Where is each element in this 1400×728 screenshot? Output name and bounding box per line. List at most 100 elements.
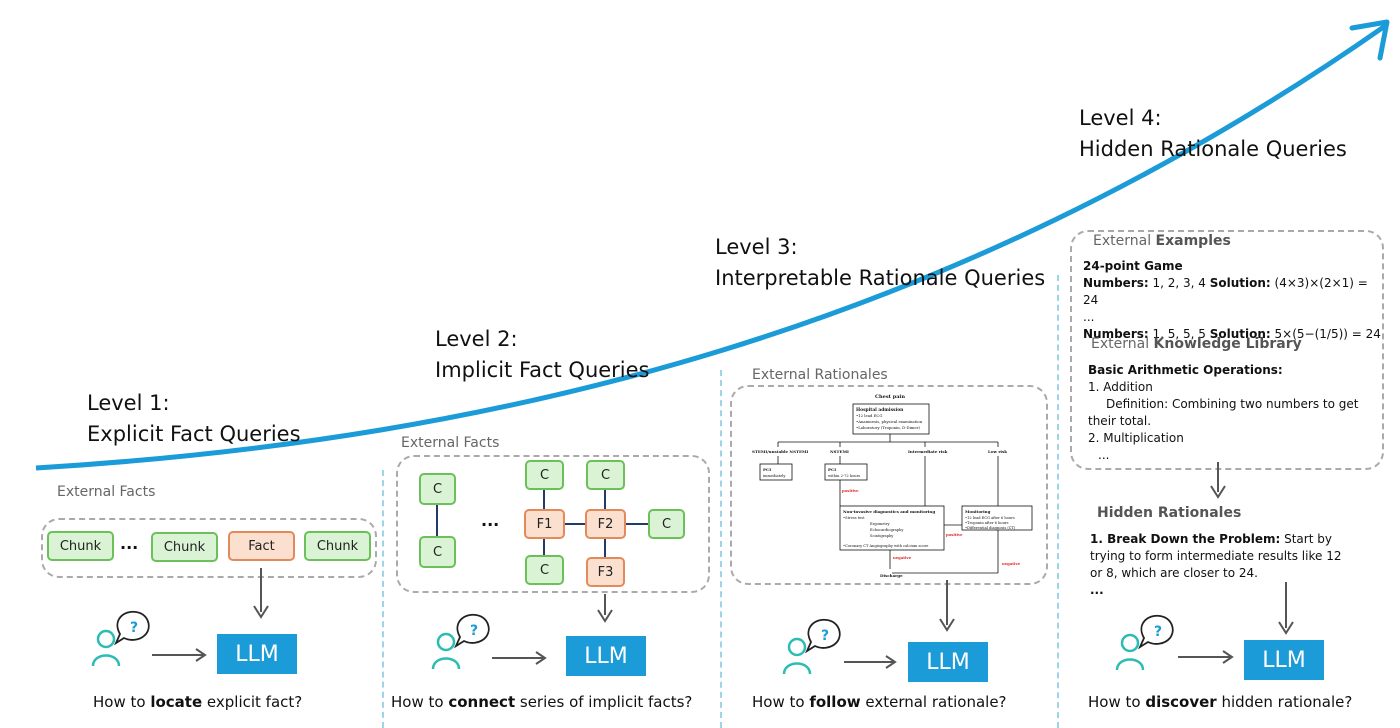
- panel2-user-icon: ?: [431, 613, 490, 670]
- flow-noninvasive-2: Ergometry: [870, 522, 891, 526]
- panel1-llm-box: LLM: [217, 634, 297, 674]
- panel2-external-facts-label: External Facts: [401, 435, 500, 451]
- flow-branch-3: Intermediate risk: [908, 449, 948, 454]
- flow-pci2-b: within 2-72 hours: [828, 474, 860, 478]
- panel4-arrows: [1178, 462, 1294, 664]
- panel1-ellipsis: ...: [120, 534, 139, 553]
- panel4-llm-box: LLM: [1244, 640, 1324, 680]
- flow-monitoring-title: Monitoring: [965, 509, 991, 514]
- flow-admission-line-3: •Laboratory (Troponin, D-Dimer): [856, 425, 920, 430]
- panel2-node-c6: C: [648, 509, 685, 539]
- flow-branch-2: NSTEMI: [830, 449, 849, 454]
- panel4-library: Basic Arithmetic Operations: 1. Addition…: [1088, 362, 1373, 464]
- panel1-arrows: [152, 568, 269, 662]
- flow-noninvasive-3: Echocardiography: [870, 528, 904, 532]
- hidden-item-1: 1. Break Down the Problem: Start by tryi…: [1090, 532, 1342, 580]
- panel4-external-box: [1070, 230, 1384, 470]
- svg-text:?: ?: [821, 628, 829, 644]
- panel2-node-c1: C: [419, 473, 456, 505]
- panel3-rationale-box: [730, 385, 1048, 585]
- library-more: ...: [1098, 448, 1110, 462]
- level-4-name: Hidden Rationale Queries: [1079, 137, 1347, 161]
- panel2-node-f1: F1: [524, 509, 565, 539]
- panel2-node-c2: C: [419, 536, 456, 568]
- flow-pci1-a: PCI: [763, 467, 771, 472]
- flow-positive-2: positive: [946, 532, 963, 537]
- library-item-1: 1. Addition: [1088, 380, 1153, 394]
- panel2-facts-box: [396, 455, 710, 593]
- panel1-facts-box: [41, 518, 377, 578]
- flow-negative-2: negative: [1002, 561, 1021, 566]
- svg-text:?: ?: [470, 623, 478, 639]
- level-4-heading: Level 4: Hidden Rationale Queries: [1079, 103, 1347, 165]
- panel1-chunk-1: Chunk: [47, 531, 114, 561]
- level-1-title: Level 1:: [87, 391, 170, 415]
- separator-2: [720, 370, 722, 728]
- panel2-ellipsis: ...: [481, 511, 500, 530]
- panel3-flowchart: Chest pain Hospital admission •12 lead E…: [752, 394, 1033, 578]
- panel4-question: How to discover hidden rationale?: [1088, 693, 1353, 711]
- panel4-hidden-title: Hidden Rationales: [1097, 505, 1242, 521]
- flow-root: Chest pain: [875, 394, 905, 400]
- example-1: Numbers: 1, 2, 3, 4 Solution: (4×3)×(2×1…: [1083, 276, 1368, 307]
- flow-branch-4: Low risk: [988, 449, 1007, 454]
- flow-noninvasive-4: Scintigraphy: [870, 534, 894, 538]
- panel2-llm-box: LLM: [566, 636, 646, 676]
- flow-monitoring-1: •12 lead ECG after 6 hours: [965, 516, 1015, 520]
- panel3-external-rationales-label: External Rationales: [752, 367, 888, 383]
- panel2-node-c3: C: [525, 460, 564, 490]
- panel1-external-facts-label: External Facts: [57, 484, 156, 500]
- level-2-title: Level 2:: [435, 327, 518, 351]
- svg-text:?: ?: [130, 620, 138, 636]
- panel2-node-c5: C: [586, 460, 625, 490]
- flow-pci2-a: PCI: [828, 467, 836, 472]
- level-4-title: Level 4:: [1079, 106, 1162, 130]
- flow-admission-title: Hospital admission: [856, 408, 904, 413]
- panel4-user-icon: ?: [1115, 614, 1174, 671]
- flow-monitoring-3: •Differential diagnosis (CT): [965, 526, 1016, 530]
- example-ellipsis: ...: [1083, 310, 1095, 324]
- level-1-heading: Level 1: Explicit Fact Queries: [87, 388, 301, 450]
- panel4-examples-label: External Examples: [1093, 233, 1231, 249]
- flow-monitoring-2: •Troponin after 6 hours: [965, 521, 1009, 525]
- flow-noninvasive-title: Non-invasive diagnostics and monitoring: [843, 509, 935, 514]
- panel2-node-c4: C: [525, 555, 564, 585]
- panel2-question: How to connect series of implicit facts?: [391, 693, 693, 711]
- level-1-name: Explicit Fact Queries: [87, 422, 301, 446]
- flow-admission-line-2: •Anamnesis, physical examination: [856, 419, 923, 424]
- level-2-heading: Level 2: Implicit Fact Queries: [435, 324, 650, 386]
- flow-admission-line-1: •12 lead ECG: [856, 413, 882, 418]
- hidden-more: ...: [1090, 583, 1104, 597]
- separator-1: [382, 470, 384, 728]
- library-item-1-def: Definition: Combining two numbers to get…: [1088, 397, 1359, 428]
- library-item-2: 2. Multiplication: [1088, 431, 1184, 445]
- panel2-node-f3: F3: [586, 557, 625, 587]
- library-title: Basic Arithmetic Operations:: [1088, 363, 1283, 377]
- flow-noninvasive-1: •Stress test: [843, 516, 865, 520]
- level-2-name: Implicit Fact Queries: [435, 358, 650, 382]
- panel1-question: How to locate explicit fact?: [93, 693, 303, 711]
- flow-noninvasive-5: •Coronary CT Angiography with calcium sc…: [843, 544, 928, 548]
- panel2-node-f2: F2: [585, 509, 626, 539]
- panel4-hidden-rationale: 1. Break Down the Problem: Start by tryi…: [1090, 531, 1352, 599]
- panel4-examples: 24-point Game Numbers: 1, 2, 3, 4 Soluti…: [1083, 258, 1383, 343]
- panel3-user-icon: ?: [782, 618, 841, 675]
- panel3-question: How to follow external rationale?: [752, 693, 1007, 711]
- panel4-library-label: External Knowledge Library: [1091, 336, 1302, 352]
- level-3-name: Interpretable Rationale Queries: [715, 266, 1046, 290]
- flow-positive-1: positive: [842, 488, 859, 493]
- panel1-fact: Fact: [228, 531, 295, 561]
- panel1-user-icon: ?: [91, 610, 150, 667]
- flow-negative-1: negative: [893, 555, 912, 560]
- svg-text:?: ?: [1154, 624, 1162, 640]
- panel3-llm-box: LLM: [908, 642, 988, 682]
- panel3-arrows: [844, 580, 955, 669]
- panel1-chunk-3: Chunk: [304, 531, 371, 561]
- level-3-title: Level 3:: [715, 235, 798, 259]
- game-title: 24-point Game: [1083, 259, 1183, 273]
- panel2-graph-edges: [436, 488, 648, 665]
- example-2: Numbers: 1, 5, 5, 5 Solution: 5×(5−(1/5)…: [1083, 327, 1381, 341]
- panel1-chunk-2: Chunk: [151, 532, 218, 562]
- flow-pci1-b: immediately: [763, 474, 786, 478]
